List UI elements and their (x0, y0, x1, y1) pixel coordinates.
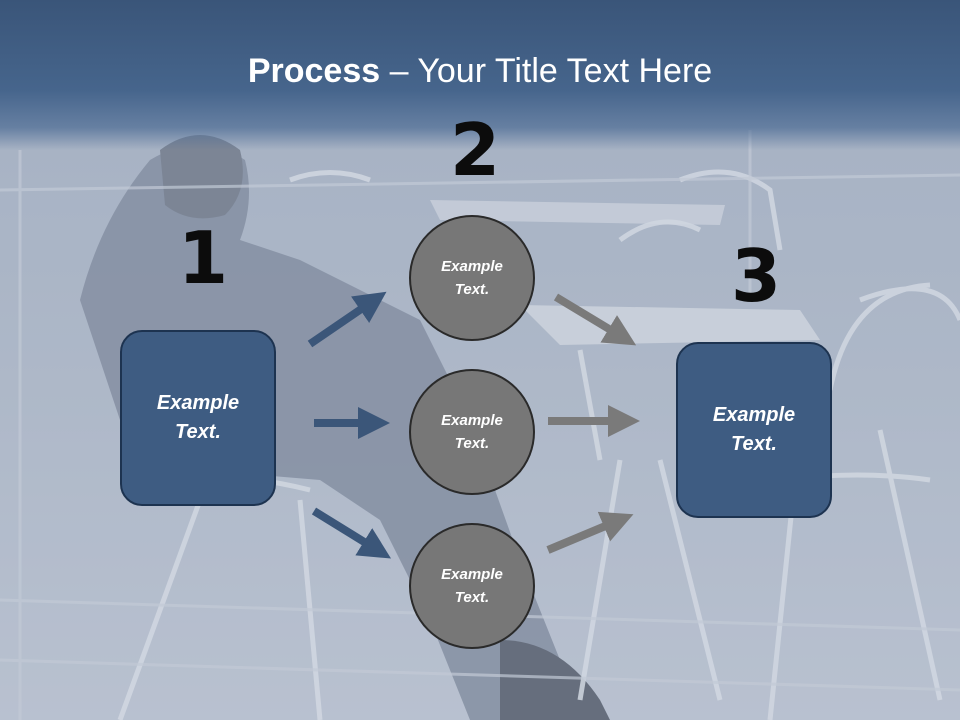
step-number-3: 3 (731, 234, 782, 318)
title-rest: – Your Title Text Here (380, 52, 713, 90)
arrow-circle-1-to-right (553, 293, 637, 346)
arrow-circle-3-to-right (546, 511, 634, 554)
title-band (0, 0, 960, 150)
title-bold: Process (247, 52, 381, 90)
arrow-left-to-circle-1 (307, 291, 387, 348)
process-circle-2: Example Text. (409, 369, 535, 495)
process-circle-1: Example Text. (409, 215, 535, 341)
step-number-1: 1 (178, 216, 229, 300)
left-process-box: Example Text. (120, 330, 276, 506)
slide-title: Process – Your Title Text Here (0, 52, 960, 91)
step-number-2: 2 (450, 108, 501, 192)
process-circle-3: Example Text. (409, 523, 535, 649)
right-process-box: Example Text. (676, 342, 832, 518)
arrow-left-to-circle-3 (311, 507, 392, 559)
